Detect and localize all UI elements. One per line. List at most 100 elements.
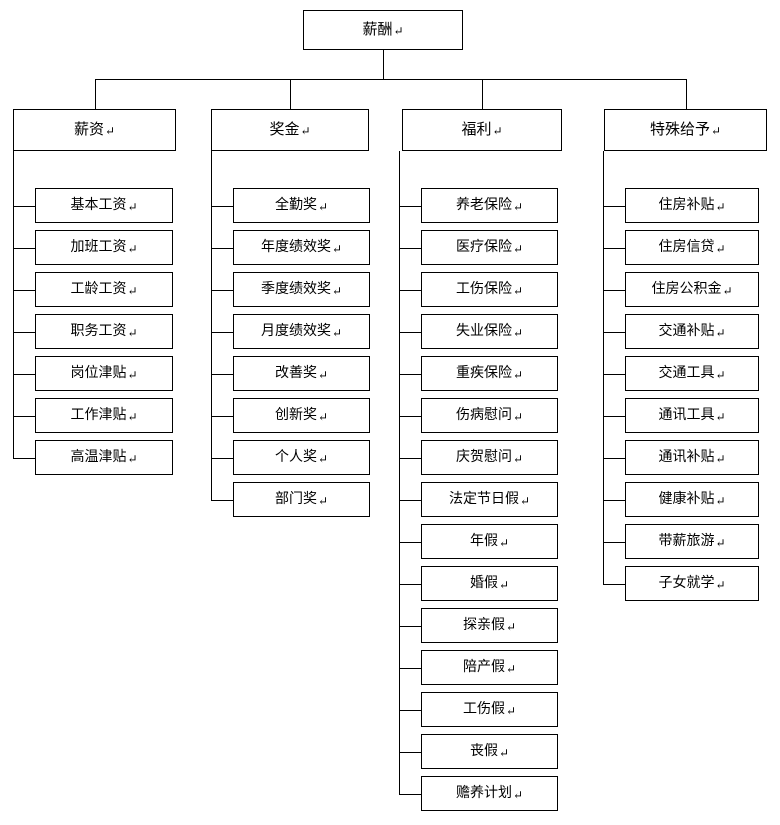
leaf-node-0-2: 工龄工资↵ [35,272,173,307]
root-trunk-line [383,50,384,79]
leaf-connector-2-12 [399,709,421,711]
leaf-node-3-2: 住房公积金↵ [625,272,759,307]
leaf-node-3-3: 交通补贴↵ [625,314,759,349]
node-label: 工龄工资 [70,281,127,297]
leaf-node-3-8: 带薪旅游↵ [625,524,759,559]
node-label: 职务工资 [70,323,127,339]
paragraph-mark-icon: ↵ [127,283,138,298]
leaf-connector-2-4 [399,373,421,375]
leaf-node-2-4: 重疾保险↵ [421,356,558,391]
node-label: 工伤假 [462,701,505,717]
leaf-node-2-7: 法定节日假↵ [421,482,558,517]
leaf-node-0-0: 基本工资↵ [35,188,173,223]
leaf-node-0-4: 岗位津贴↵ [35,356,173,391]
leaf-connector-1-0 [211,205,233,207]
node-label: 月度绩效奖 [260,323,331,339]
paragraph-mark-icon: ↵ [715,241,726,256]
node-label: 工伤保险 [455,281,512,297]
leaf-connector-0-3 [13,331,35,333]
paragraph-mark-icon: ↵ [512,451,524,466]
paragraph-mark-icon: ↵ [715,451,726,466]
paragraph-mark-icon: ↵ [715,199,726,214]
leaf-node-2-8: 年假↵ [421,524,558,559]
paragraph-mark-icon: ↵ [715,493,726,508]
leaf-node-2-3: 失业保险↵ [421,314,558,349]
paragraph-mark-icon: ↵ [127,409,138,424]
node-label: 庆贺慰问 [455,449,512,465]
node-label: 陪产假 [462,659,505,675]
leaf-connector-3-0 [603,205,625,207]
node-label: 赡养计划 [455,785,512,801]
root-node: 薪酬↵ [303,10,463,50]
category-node-0: 薪资↵ [13,109,176,151]
leaf-node-3-7: 健康补贴↵ [625,482,759,517]
node-label: 年假 [469,533,498,549]
leaf-node-1-5: 创新奖↵ [233,398,370,433]
paragraph-mark-icon: ↵ [127,325,138,340]
leaf-connector-3-4 [603,373,625,375]
category-spine-line-0 [13,151,14,458]
leaf-node-1-7: 部门奖↵ [233,482,370,517]
paragraph-mark-icon: ↵ [393,24,404,38]
leaf-connector-3-2 [603,289,625,291]
paragraph-mark-icon: ↵ [492,124,503,138]
leaf-node-2-6: 庆贺慰问↵ [421,440,558,475]
paragraph-mark-icon: ↵ [512,787,524,802]
paragraph-mark-icon: ↵ [317,199,329,214]
node-label: 探亲假 [462,617,505,633]
leaf-connector-3-7 [603,499,625,501]
node-label: 薪酬 [362,21,393,38]
paragraph-mark-icon: ↵ [512,325,524,340]
node-label: 个人奖 [274,449,317,465]
paragraph-mark-icon: ↵ [317,409,329,424]
leaf-node-2-9: 婚假↵ [421,566,558,601]
category-node-1: 奖金↵ [211,109,369,151]
paragraph-mark-icon: ↵ [512,409,524,424]
node-label: 健康补贴 [658,491,715,507]
leaf-connector-0-6 [13,457,35,459]
paragraph-mark-icon: ↵ [317,451,329,466]
node-label: 带薪旅游 [658,533,715,549]
node-label: 奖金 [269,121,300,138]
leaf-connector-2-10 [399,625,421,627]
leaf-node-1-6: 个人奖↵ [233,440,370,475]
leaf-node-1-2: 季度绩效奖↵ [233,272,370,307]
category-drop-line-0 [94,79,96,109]
leaf-connector-0-1 [13,247,35,249]
leaf-connector-2-6 [399,457,421,459]
leaf-node-2-5: 伤病慰问↵ [421,398,558,433]
category-node-3: 特殊给予↵ [604,109,767,151]
leaf-node-1-1: 年度绩效奖↵ [233,230,370,265]
paragraph-mark-icon: ↵ [715,535,726,550]
paragraph-mark-icon: ↵ [512,241,524,256]
node-label: 高温津贴 [70,449,127,465]
leaf-connector-2-5 [399,415,421,417]
leaf-node-1-3: 月度绩效奖↵ [233,314,370,349]
leaf-connector-0-2 [13,289,35,291]
paragraph-mark-icon: ↵ [317,367,329,382]
leaf-node-1-0: 全勤奖↵ [233,188,370,223]
paragraph-mark-icon: ↵ [498,745,510,760]
node-label: 住房信贷 [658,239,715,255]
leaf-node-2-2: 工伤保险↵ [421,272,558,307]
leaf-connector-0-0 [13,205,35,207]
node-label: 通讯补贴 [658,449,715,465]
paragraph-mark-icon: ↵ [710,124,722,138]
node-label: 法定节日假 [448,491,519,507]
leaf-node-2-0: 养老保险↵ [421,188,558,223]
leaf-node-2-14: 赡养计划↵ [421,776,558,811]
leaf-connector-2-0 [399,205,421,207]
leaf-connector-2-14 [399,793,421,795]
node-label: 交通工具 [658,365,715,381]
leaf-connector-0-4 [13,373,35,375]
paragraph-mark-icon: ↵ [715,577,726,592]
leaf-node-3-1: 住房信贷↵ [625,230,759,265]
leaf-connector-1-5 [211,415,233,417]
node-label: 工作津贴 [70,407,127,423]
leaf-connector-2-1 [399,247,421,249]
node-label: 全勤奖 [274,197,317,213]
leaf-connector-3-1 [603,247,625,249]
leaf-node-0-6: 高温津贴↵ [35,440,173,475]
leaf-node-2-10: 探亲假↵ [421,608,558,643]
paragraph-mark-icon: ↵ [331,325,343,340]
